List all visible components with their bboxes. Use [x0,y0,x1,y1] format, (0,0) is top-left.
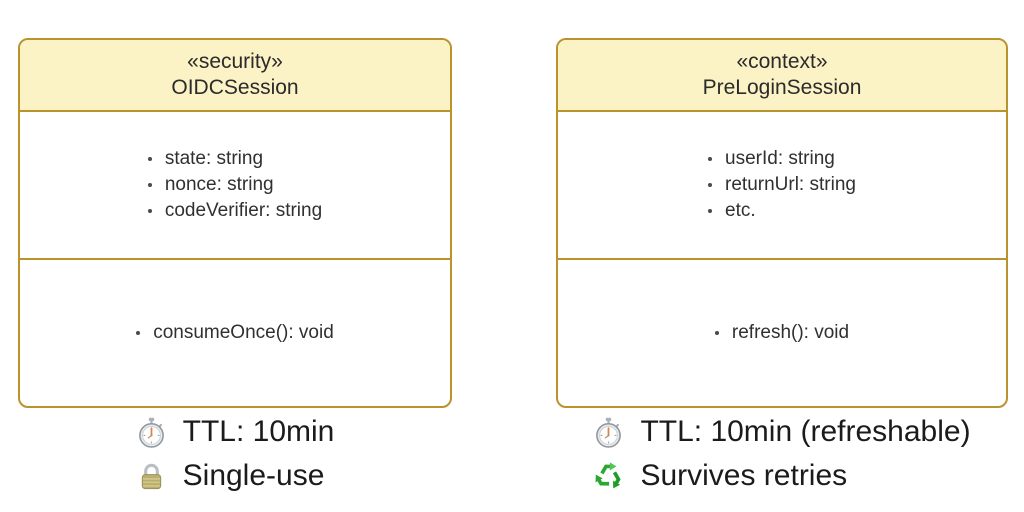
methods-list: consumeOnce(): void [136,320,334,346]
note-text: TTL: 10min [182,415,335,448]
method-item: consumeOnce(): void [136,320,334,346]
methods-section: refresh(): void [558,260,1006,406]
class-name: PreLoginSession [702,76,862,99]
method-text: consumeOnce(): void [153,322,334,343]
method-item: refresh(): void [714,320,850,346]
note-ttl: TTL: 10min (refreshable) [593,410,971,454]
attribute-item: nonce: string [147,172,322,198]
note-survives-retries: Survives retries [593,454,970,498]
notes-preloginsession: TTL: 10min (refreshable) [556,410,1008,498]
note-text: TTL: 10min (refreshable) [640,415,971,448]
attributes-list: state: string nonce: string codeVerifier… [147,146,323,224]
class-stereotype: «context» [736,50,828,73]
class-stereotype: «security» [187,50,283,73]
note-text: Survives retries [640,459,848,492]
methods-list: refresh(): void [714,320,850,346]
attribute-item: userId: string [708,146,856,172]
recycle-icon [596,461,622,488]
class-card-preloginsession: «context» PreLoginSession userId: string… [556,38,1008,408]
attributes-section: userId: string returnUrl: string etc. [558,112,1006,260]
stopwatch-icon [138,417,164,448]
attribute-text: etc. [725,200,756,221]
bullet-dot [708,183,713,187]
note-ttl: TTL: 10min [136,410,335,454]
attribute-text: userId: string [725,148,835,169]
bullet-dot [147,209,152,213]
bullet-dot [714,331,719,335]
class-card-oidcsession: «security» OIDCSession state: string non… [18,38,452,408]
bullet-dot [136,331,141,335]
bullet-dot [708,209,713,213]
attribute-item: codeVerifier: string [147,198,323,224]
attribute-text: nonce: string [164,174,274,195]
class-header: «context» PreLoginSession [558,40,1006,112]
attribute-item: state: string [147,146,322,172]
attribute-item: etc. [708,198,856,224]
attribute-text: codeVerifier: string [164,200,323,221]
class-header: «security» OIDCSession [20,40,450,112]
lock-icon [141,463,161,489]
bullet-dot [708,157,713,161]
attribute-text: state: string [164,148,264,169]
attribute-text: returnUrl: string [725,174,856,195]
note-text: Single-use [182,459,325,492]
methods-section: consumeOnce(): void [20,260,450,406]
attributes-section: state: string nonce: string codeVerifier… [20,112,450,260]
attributes-list: userId: string returnUrl: string etc. [708,146,856,224]
notes-oidcsession: TTL: 10min Single-use [18,410,452,498]
bullet-dot [147,183,152,187]
bullet-dot [147,157,152,161]
class-name: OIDCSession [171,76,299,99]
stopwatch-icon [596,417,622,448]
method-text: refresh(): void [731,322,850,343]
note-single-use: Single-use [136,454,335,498]
attribute-item: returnUrl: string [708,172,856,198]
